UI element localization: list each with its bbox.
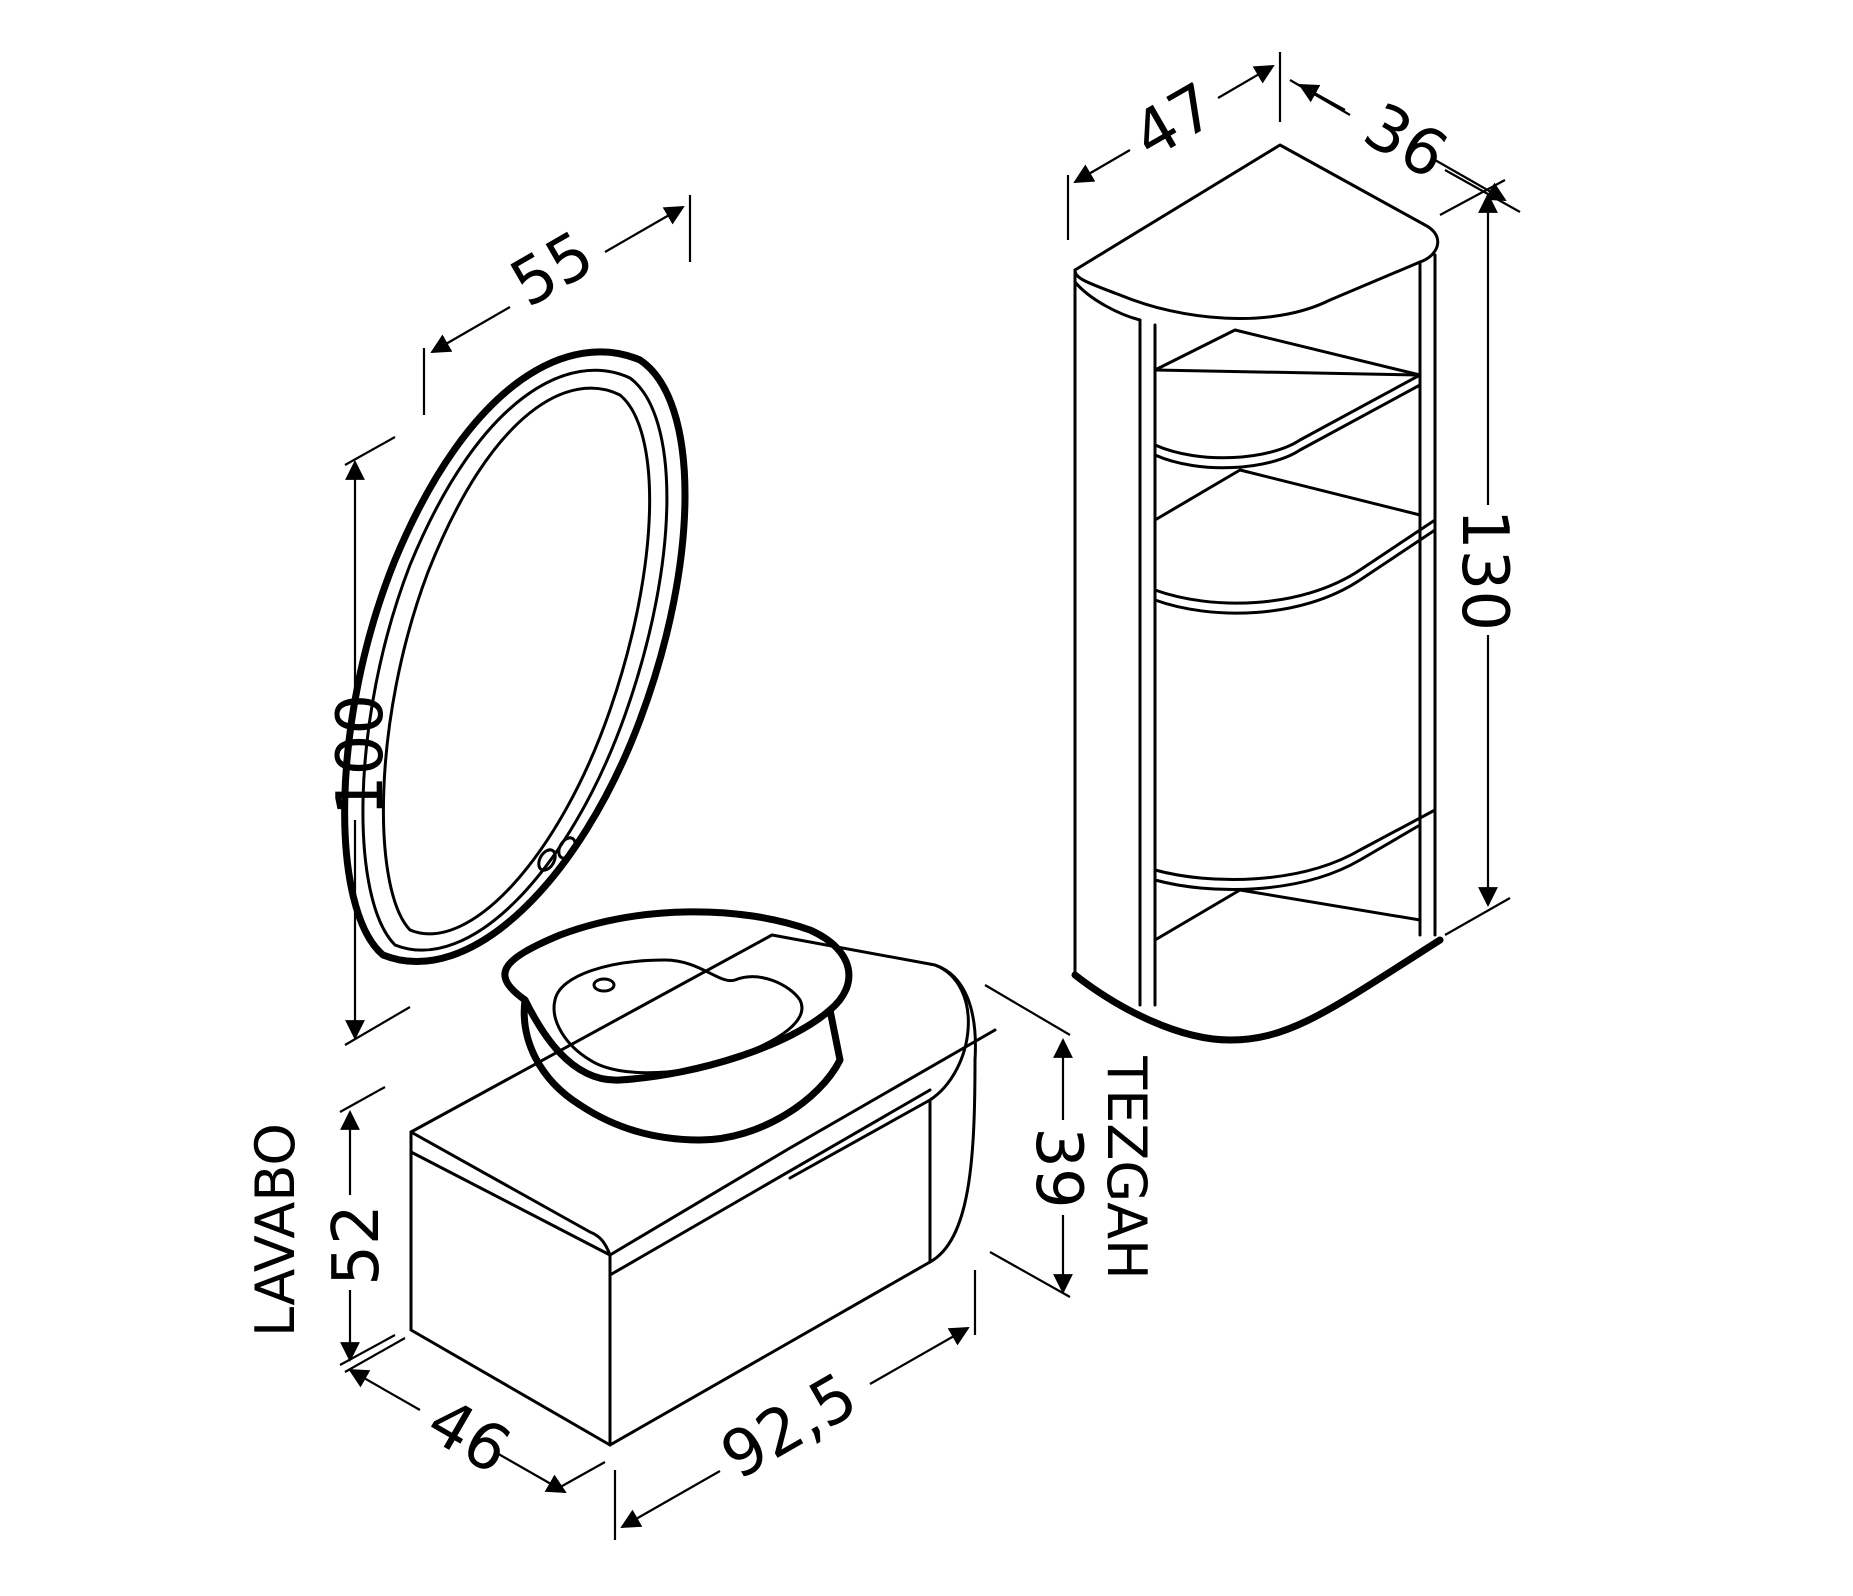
tall-width-dimension [1066, 52, 1282, 240]
cabinet-height-label: 52 [320, 1204, 394, 1285]
mirror-width-label: 55 [499, 217, 607, 322]
mirror-width-dimension [422, 195, 692, 415]
counter-height-label: 39 [1021, 1127, 1095, 1208]
vessel-basin [501, 908, 853, 1144]
mirror-height-dimension [344, 436, 411, 1046]
tall-height-label: 130 [1447, 509, 1521, 631]
vanity-cabinet [409, 933, 997, 1447]
counter-height-dimension [984, 984, 1073, 1298]
mirror-height-label: 100 [324, 694, 398, 816]
tall-width-label: 47 [1121, 69, 1229, 174]
cabinet-width-dimension [613, 1270, 977, 1540]
tall-unit [1071, 143, 1444, 1044]
mirror [341, 348, 689, 965]
drain-icon [592, 977, 616, 993]
counter-name-label: TEZGAH [1095, 1055, 1158, 1280]
cabinet-width-label: 92,5 [709, 1359, 869, 1494]
cabinet-name-label: LAVABO [244, 1123, 307, 1337]
touch-button-icon [557, 836, 577, 860]
touch-button-icon [537, 848, 557, 872]
cabinet-depth-dimension [344, 1337, 606, 1493]
tall-height-dimension [1439, 179, 1511, 936]
cabinet-depth-label: 46 [415, 1384, 523, 1489]
tall-depth-label: 36 [1352, 89, 1460, 194]
cabinet-height-dimension [339, 1086, 396, 1366]
